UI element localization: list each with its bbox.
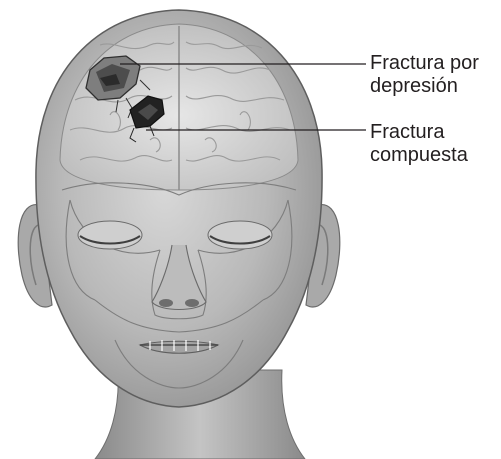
label-depression-line2: depresión	[370, 75, 479, 98]
label-compound-line2: compuesta	[370, 144, 468, 167]
label-compound-fracture: Fractura compuesta	[370, 121, 468, 167]
label-depression-fracture: Fractura por depresión	[370, 52, 479, 98]
label-compound-line1: Fractura	[370, 121, 468, 144]
right-eye	[208, 221, 272, 249]
left-eye	[78, 221, 142, 249]
label-depression-line1: Fractura por	[370, 52, 479, 75]
